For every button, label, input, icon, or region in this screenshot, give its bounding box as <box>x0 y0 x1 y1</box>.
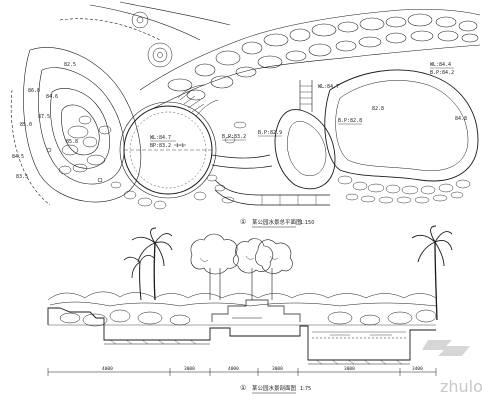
steps-north <box>177 84 219 117</box>
section-caption-number: ① <box>240 384 246 392</box>
level-label: 84.8 <box>455 116 467 122</box>
paved-path <box>211 154 330 206</box>
palm-tree-left <box>123 227 173 301</box>
shrub-line <box>47 291 437 327</box>
dimension-labels: 4000 3000 4000 3000 3000 3400 <box>102 366 423 372</box>
plan-caption: ① 某公园水景总平面图 1:150 <box>240 218 314 228</box>
dimension-line <box>47 368 437 376</box>
plan-caption-scale: 1:150 <box>300 220 314 226</box>
contour-lines <box>10 1 231 206</box>
foundation <box>47 307 436 365</box>
water-surface <box>312 331 406 336</box>
broadleaf-trees <box>190 233 293 300</box>
callout-f: WL:84.7 <box>318 84 339 90</box>
level-label: 84.5 <box>12 154 24 160</box>
circular-plaza <box>119 101 217 199</box>
level-label: 83.5 <box>16 174 28 180</box>
section-view <box>47 225 453 376</box>
level-label: 86.0 <box>28 88 40 94</box>
plan-view <box>10 1 481 210</box>
level-label: 85.0 <box>20 122 32 128</box>
plan-caption-number: ① <box>240 218 246 226</box>
dimension-label: 3000 <box>272 366 283 372</box>
stone-band <box>139 8 481 111</box>
dimension-label: 3000 <box>184 366 195 372</box>
dimension-label: 4000 <box>102 366 113 372</box>
rockery-texture <box>46 115 112 183</box>
callout-b: BP:83.2 <box>150 143 171 149</box>
level-label: 82.5 <box>64 62 76 68</box>
foundation-hatch <box>109 339 403 365</box>
section-caption: ① 某公园水景剖面图 1:75 <box>240 384 311 394</box>
callout-h: B.P:84.2 <box>430 70 454 76</box>
callout-g: WL:84.4 <box>430 62 451 68</box>
dimension-label: 3400 <box>412 366 423 372</box>
callout-a: WL:84.7 <box>150 135 171 141</box>
pond-pebbles <box>206 174 471 204</box>
dimension-label: 4000 <box>228 366 239 372</box>
callout-d: B.P:82.9 <box>258 130 282 136</box>
level-label: 87.5 <box>38 114 50 120</box>
dimension-label: 3000 <box>344 366 355 372</box>
level-label: 85.8 <box>66 139 78 145</box>
watermark: zhulo <box>422 340 482 396</box>
callout-e: B.P:82.8 <box>338 118 362 124</box>
pond-edge <box>324 69 479 182</box>
plan-caption-title: 某公园水景总平面图 <box>252 218 302 226</box>
palm-tree-right <box>411 225 453 321</box>
section-caption-title: 某公园水景剖面图 <box>252 384 297 392</box>
plan-callouts: WL:84.7 BP:83.2 B.P:83.2 B.P:82.9 B.P:82… <box>150 62 454 149</box>
watermark-logo-icon <box>422 340 470 356</box>
callout-c: B.P:83.2 <box>222 134 246 140</box>
level-label: 82.8 <box>372 106 384 112</box>
viewing-platform <box>274 80 336 190</box>
terraces <box>211 299 301 322</box>
level-label: 84.6 <box>46 94 58 100</box>
watermark-text: zhulo <box>440 377 482 396</box>
section-mark-label: 1-1 <box>176 143 184 149</box>
plan-level-labels: 82.5 84.6 87.5 86.0 85.0 84.5 85.8 83.5 … <box>12 62 467 180</box>
plan-trees <box>131 11 173 68</box>
section-caption-scale: 1:75 <box>300 386 311 392</box>
